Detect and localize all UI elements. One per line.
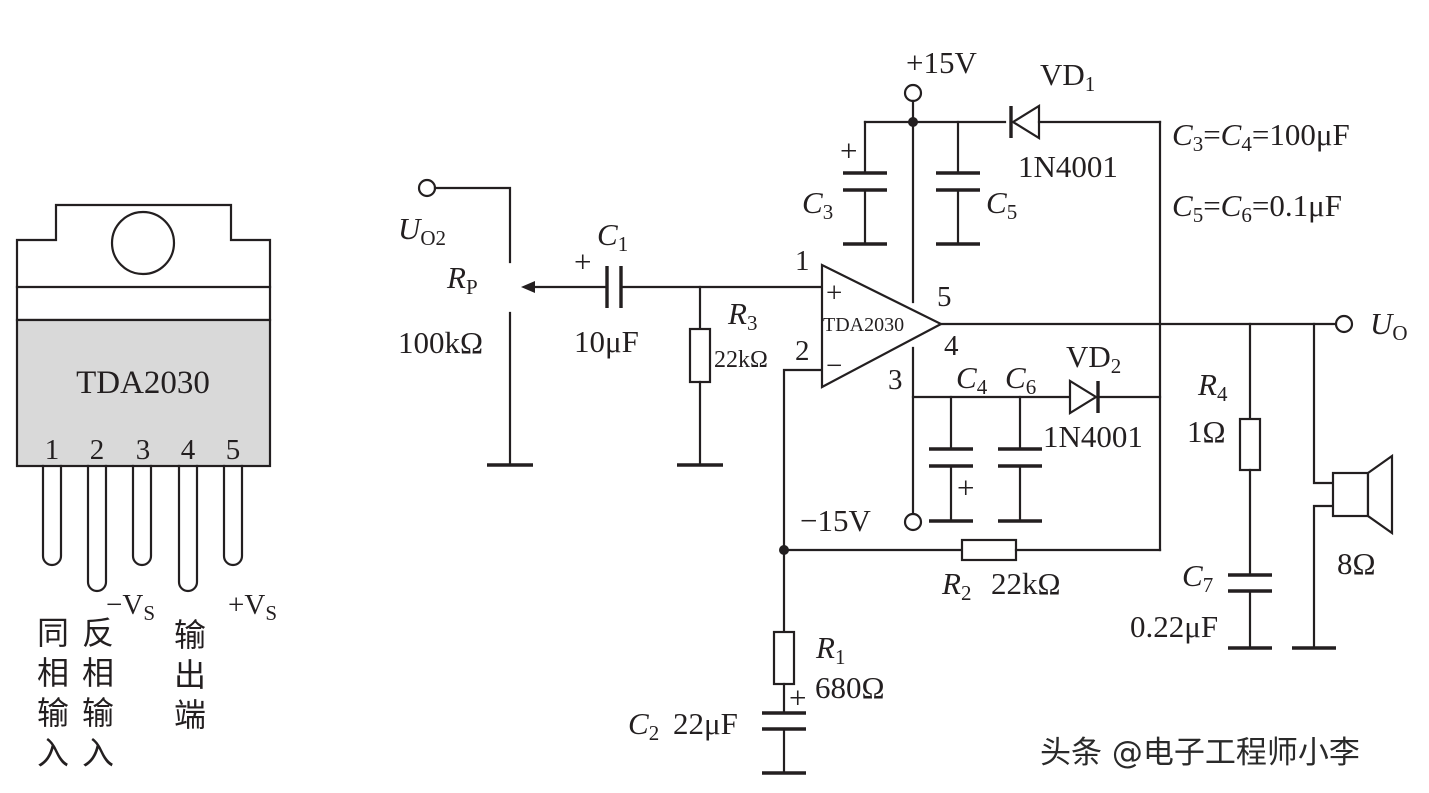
speaker-magnet	[1331, 471, 1370, 518]
c2-polarity: +	[789, 680, 806, 715]
c1-polarity: +	[574, 244, 591, 279]
opamp-symbol	[820, 263, 944, 389]
tda2030-package: TDA2030 1 2 3 4 5 −VS +VS 同相输入 反相输入 输出端	[15, 203, 277, 772]
wiper-arrow	[521, 281, 535, 293]
wire-input-rp	[433, 186, 512, 264]
note-c3-c4: C3=C4=100μF	[1172, 117, 1350, 156]
r3-body	[688, 327, 712, 384]
pos-supply-label: +15V	[906, 45, 977, 80]
opamp-name: TDA2030	[823, 314, 904, 336]
opamp-pin1: 1	[795, 245, 810, 277]
output-pin-label: 输出端	[174, 616, 206, 734]
mounting-hole	[110, 210, 176, 276]
output-label: UO	[1370, 306, 1408, 345]
c2-value: 22μF	[673, 706, 738, 741]
c6-name: C6	[1005, 360, 1036, 399]
r4-value: 1Ω	[1187, 414, 1226, 449]
vd1-part: 1N4001	[1018, 149, 1118, 184]
package-pin-5: 5	[226, 434, 241, 466]
package-chip-name: TDA2030	[76, 365, 210, 401]
c5-name: C5	[986, 185, 1017, 224]
lead-5	[222, 464, 244, 567]
pos-supply-terminal	[903, 83, 923, 103]
r2-body	[960, 538, 1018, 562]
opamp-minus: −	[826, 350, 842, 382]
c4-polarity: +	[957, 470, 974, 505]
c2-name: C2	[628, 706, 659, 745]
package-pin-2: 2	[90, 434, 105, 466]
wire-pin2	[782, 368, 824, 552]
r1-name: R1	[815, 630, 845, 669]
inv-input-label: 反相输入	[82, 614, 114, 772]
noninv-input-label: 同相输入	[37, 614, 69, 772]
wires	[417, 83, 1394, 775]
lead-2	[86, 464, 108, 593]
r1-body	[772, 630, 796, 686]
neg-supply-label: −VS	[106, 589, 155, 625]
speaker-value: 8Ω	[1337, 546, 1376, 581]
input-terminal	[417, 178, 437, 198]
r4-name: R4	[1197, 367, 1228, 406]
vd1-triangle	[1010, 104, 1041, 140]
rp-value: 100kΩ	[398, 325, 483, 360]
lead-1	[41, 464, 63, 567]
vd1-name: VD1	[1040, 57, 1095, 96]
heatsink-tab	[15, 203, 272, 322]
r1-value: 680Ω	[815, 670, 885, 705]
opamp-pin3: 3	[888, 364, 903, 396]
c7-name: C7	[1182, 558, 1213, 597]
rp-name: RP	[446, 260, 478, 299]
r2-value: 22kΩ	[991, 566, 1061, 601]
lead-4	[177, 464, 199, 593]
package-pin-1: 1	[45, 434, 60, 466]
input-label: UO2	[398, 211, 446, 250]
c3-polarity: +	[840, 133, 857, 168]
package-pin-3: 3	[136, 434, 151, 466]
output-terminal	[1334, 314, 1354, 334]
c4-name: C4	[956, 360, 988, 399]
opamp-pin4: 4	[944, 330, 959, 362]
vd2-triangle	[1068, 379, 1099, 415]
c3-name: C3	[802, 185, 833, 224]
package-pin-4: 4	[181, 434, 196, 466]
r3-value: 22kΩ	[714, 347, 768, 373]
neg-supply-terminal	[903, 512, 923, 532]
c7-value: 0.22μF	[1130, 609, 1218, 644]
watermark: 头条 @电子工程师小李	[1040, 735, 1360, 771]
pos-supply-label: +VS	[228, 589, 277, 625]
opamp-pin5: 5	[937, 281, 952, 313]
neg-supply-label: −15V	[800, 503, 871, 538]
r4-body	[1238, 417, 1262, 472]
vd2-name: VD2	[1066, 339, 1121, 378]
labels: UO2 RP 100kΩ + C1 10μF R3 22kΩ 1 2 3 4 5…	[398, 45, 1408, 771]
r2-name: R2	[941, 566, 971, 605]
vd2-part: 1N4001	[1043, 419, 1143, 454]
note-c5-c6: C5=C6=0.1μF	[1172, 188, 1342, 227]
opamp-plus: +	[826, 277, 842, 309]
chip-body	[15, 318, 272, 468]
c1-value: 10μF	[574, 324, 639, 359]
c1-name: C1	[597, 217, 628, 256]
r3-name: R3	[727, 296, 757, 335]
speaker-cone	[1366, 453, 1394, 536]
wire-speaker-bottom	[1312, 504, 1335, 650]
lead-3	[131, 464, 153, 567]
opamp-pin2: 2	[795, 335, 810, 367]
wire-speaker-top	[1312, 322, 1335, 485]
